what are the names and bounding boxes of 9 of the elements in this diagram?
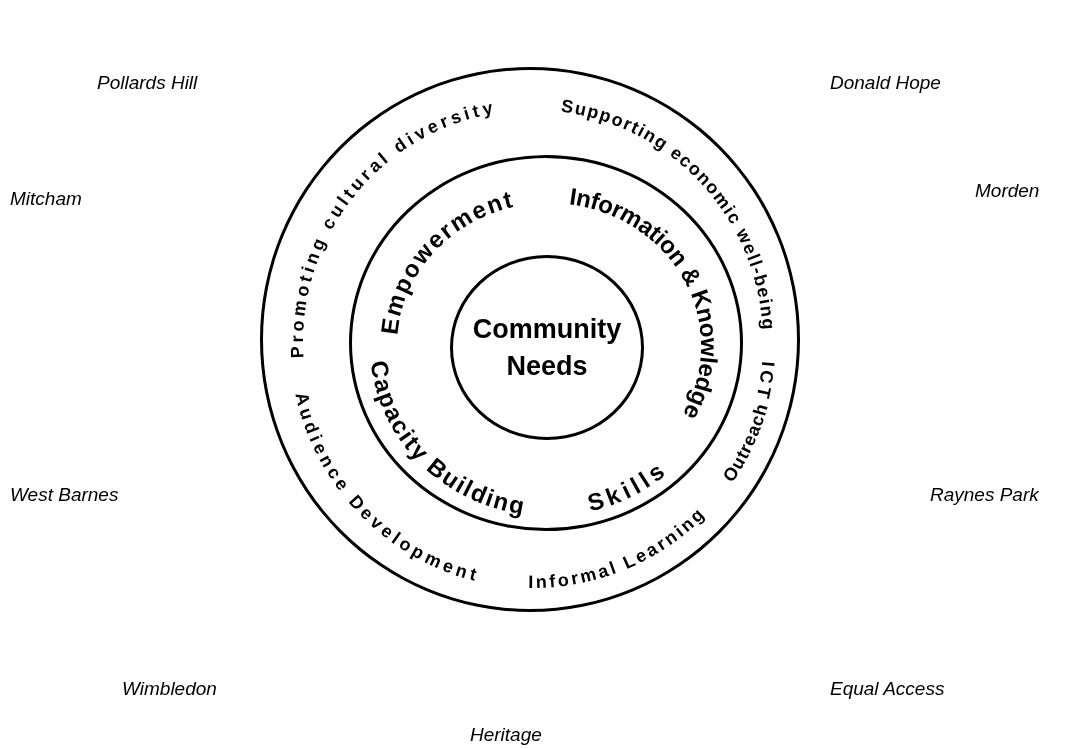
place-label: Donald Hope	[830, 72, 941, 94]
place-label: Equal Access	[830, 678, 945, 700]
place-label: Heritage	[470, 724, 542, 746]
place-label: Wimbledon	[122, 678, 217, 700]
place-label: Raynes Park	[930, 484, 1039, 506]
place-label: Morden	[975, 180, 1040, 202]
place-label: Mitcham	[10, 188, 82, 210]
place-label: West Barnes	[10, 484, 119, 506]
place-label: Pollards Hill	[97, 72, 198, 94]
